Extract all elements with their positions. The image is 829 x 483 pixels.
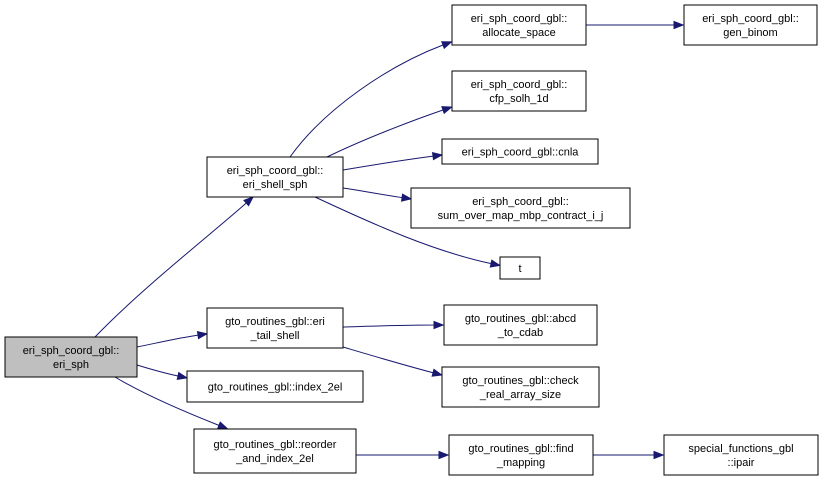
node-label-line: eri_sph [53,359,89,371]
arrow-head [216,421,229,430]
edge-allocate_space-to-gen_binom [586,20,685,30]
arrow-head [489,259,502,268]
node-box[interactable] [441,138,599,165]
arrow-head [441,41,453,50]
node-box[interactable] [206,156,344,198]
node-label-line: eri_sph_coord_gbl:: [471,79,568,91]
node-check-real-array-size[interactable]: gto_routines_gbl::check_real_array_size [441,366,600,408]
node-box[interactable] [448,434,594,476]
edge-eri_shell_sph-to-cfp_solh_1d [326,106,453,158]
node-box[interactable] [451,70,587,112]
node-eri-sph[interactable]: eri_sph_coord_gbl::eri_sph [4,336,138,378]
edge-line [114,376,220,426]
edge-eri_shell_sph-to-t [314,196,502,268]
node-label-line: gen_binom [723,27,777,39]
arrow-head [196,331,209,340]
node-label-line: allocate_space [482,27,555,39]
node-label-line: eri_sph_coord_gbl:: [227,165,324,177]
node-eri-shell-sph[interactable]: eri_sph_coord_gbl::eri_shell_sph [206,156,344,198]
node-reorder-and-index-2el[interactable]: gto_routines_gbl::reorder_and_index_2el [193,428,357,474]
node-label-line: special_functions_gbl [688,443,793,455]
node-label-line: gto_routines_gbl::abcd [465,313,576,325]
node-label-line: eri_sph_coord_gbl::cnla [462,147,580,159]
arrow-head [176,371,189,381]
node-box[interactable] [193,428,357,474]
edge-eri_shell_sph-to-cnla [342,152,444,171]
node-box[interactable] [499,256,541,280]
node-box[interactable] [4,336,138,378]
node-cfp-solh-1d[interactable]: eri_sph_coord_gbl::cfp_solh_1d [451,70,587,112]
arrow-head [431,368,444,377]
node-label-line: gto_routines_gbl::index_2el [208,382,343,394]
node-label-line: _mapping [496,457,545,469]
node-abcd-to-cdab[interactable]: gto_routines_gbl::abcd_to_cdab [443,304,598,346]
arrow-head [653,450,665,460]
edge-find_mapping-to-ipair [592,450,665,460]
node-box[interactable] [451,4,587,46]
node-eri-tail-shell[interactable]: gto_routines_gbl::eri_tail_shell [206,307,344,349]
arrow-head [441,106,453,115]
nodes: eri_sph_coord_gbl::eri_spheri_sph_coord_… [4,4,819,476]
arrow-head [243,196,255,207]
edge-line [342,346,435,374]
edge-line [136,364,179,377]
node-gen-binom[interactable]: eri_sph_coord_gbl::gen_binom [683,4,818,46]
arrow-head [433,320,445,330]
node-label-line: gto_routines_gbl::eri [225,316,325,328]
node-box[interactable] [206,307,344,349]
node-label-line: t [518,263,521,275]
node-label-line: _to_cdab [497,327,543,339]
node-box[interactable] [443,304,598,346]
edge-line [326,109,444,158]
node-label-line: eri_sph_coord_gbl:: [702,13,799,25]
node-box[interactable] [410,187,631,229]
node-label-line: _real_array_size [479,389,561,401]
node-label-line: eri_sph_coord_gbl:: [471,13,568,25]
node-label-line: eri_shell_sph [243,179,308,191]
node-label-line: sum_over_map_mbp_contract_i_j [438,210,604,222]
node-label-line: gto_routines_gbl::reorder [214,439,337,451]
arrow-head [673,20,685,30]
edge-line [94,202,247,338]
edge-eri_tail_shell-to-abcd_to_cdab [342,320,445,330]
edge-eri_shell_sph-to-sum_over_map [342,187,413,202]
node-label-line: cfp_solh_1d [489,93,548,105]
arrow-head [438,450,450,460]
node-sum-over-map[interactable]: eri_sph_coord_gbl::sum_over_map_mbp_cont… [410,187,631,229]
edge-line [342,187,406,199]
node-allocate-space[interactable]: eri_sph_coord_gbl::allocate_space [451,4,587,46]
edge-eri_tail_shell-to-check_real_array_size [342,346,444,377]
node-label-line: ::ipair [728,457,755,469]
node-label-line: _tail_shell [250,330,300,342]
edge-eri_sph-to-eri_shell_sph [94,196,255,338]
edge-eri_shell_sph-to-allocate_space [289,41,453,158]
node-ipair[interactable]: special_functions_gbl::ipair [663,434,819,476]
node-index-2el[interactable]: gto_routines_gbl::index_2el [186,370,364,403]
edge-reorder_and_index_2el-to-find_mapping [355,450,450,460]
node-cnla[interactable]: eri_sph_coord_gbl::cnla [441,138,599,165]
node-label-line: gto_routines_gbl::check [462,375,579,387]
node-box[interactable] [186,370,364,403]
node-label-line: _and_index_2el [235,453,314,465]
node-label-line: eri_sph_coord_gbl:: [23,345,120,357]
edge-line [342,324,437,328]
edge-line [314,196,494,265]
node-box[interactable] [663,434,819,476]
node-label-line: gto_routines_gbl::find [468,443,573,455]
node-box[interactable] [441,366,600,408]
node-label-line: eri_sph_coord_gbl:: [472,196,569,208]
edge-line [342,155,435,171]
edge-line [136,334,200,348]
edge-line [289,44,444,158]
edge-eri_sph-to-index_2el [136,364,189,381]
edge-eri_sph-to-eri_tail_shell [136,331,209,348]
node-find-mapping[interactable]: gto_routines_gbl::find_mapping [448,434,594,476]
edges [94,20,685,460]
node-box[interactable] [683,4,818,46]
arrow-head [400,193,413,202]
node-t[interactable]: t [499,256,541,280]
arrow-head [431,152,444,161]
